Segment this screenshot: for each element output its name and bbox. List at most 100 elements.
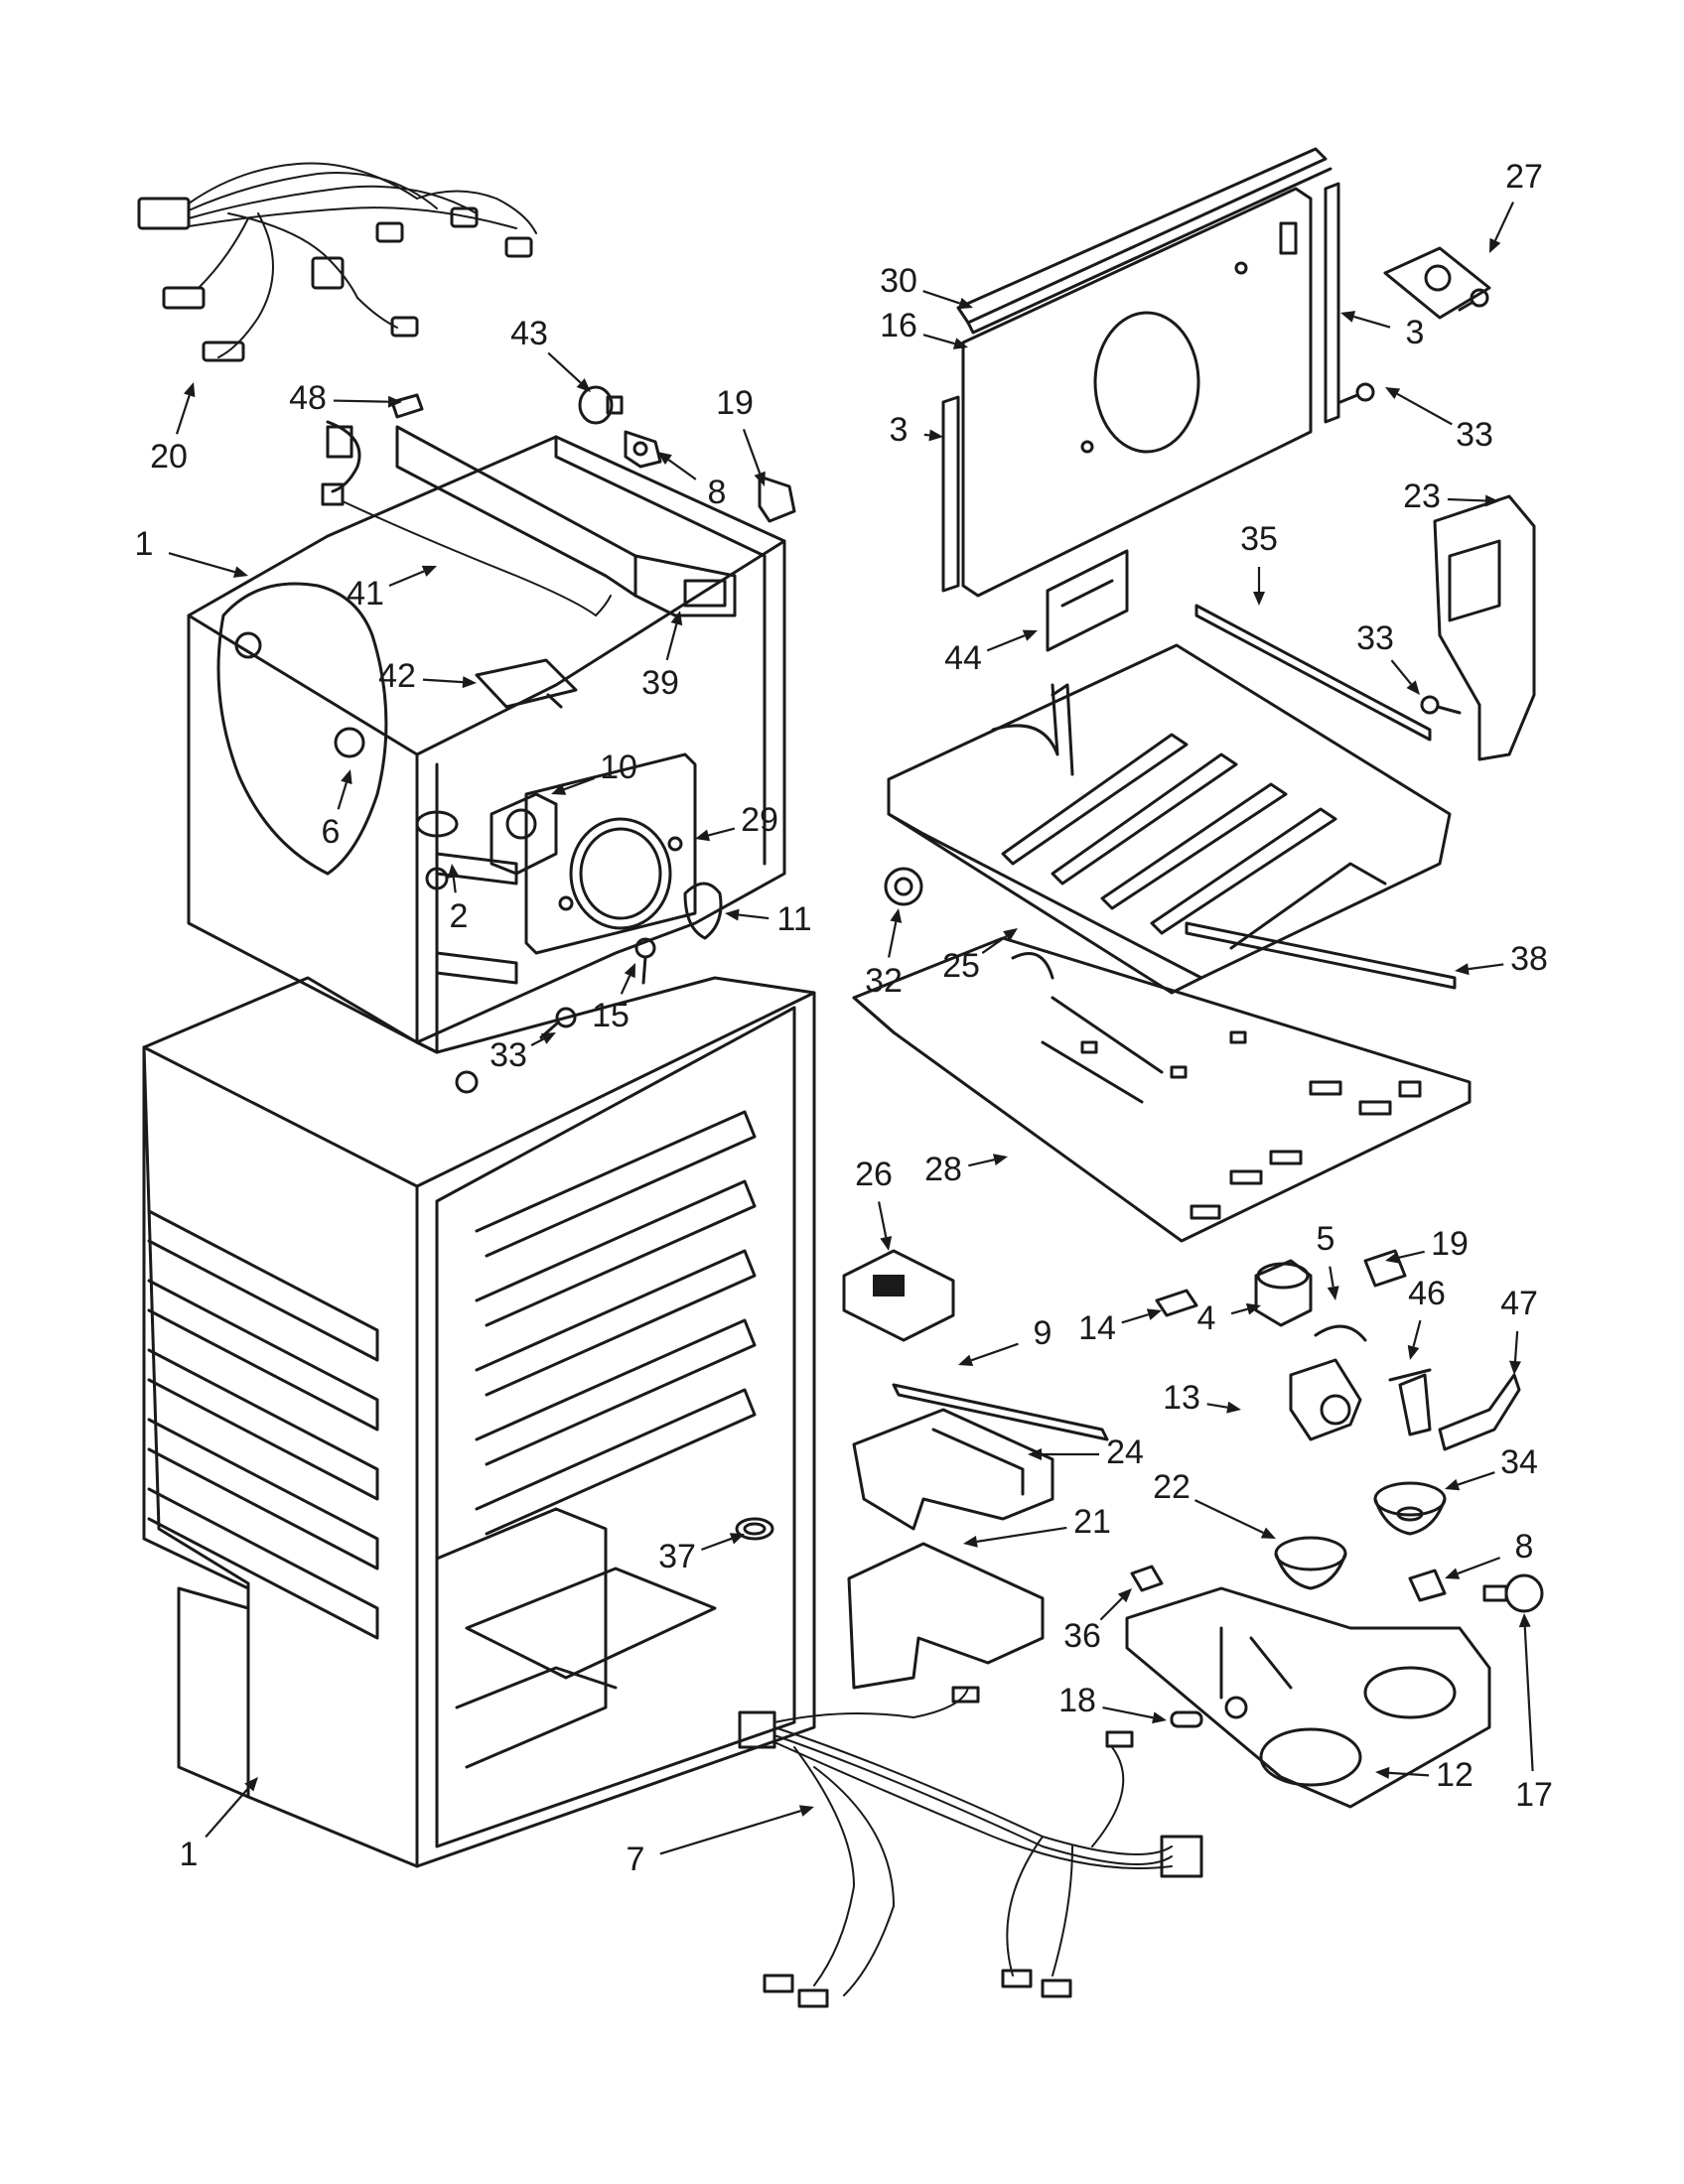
callout-label-21: 21 (1073, 1503, 1111, 1541)
part-8-socket-b (1408, 1569, 1447, 1602)
callout-arrow-1b (244, 1777, 258, 1792)
callout-leader-13 (1206, 1403, 1228, 1409)
callout-label-13: 13 (1163, 1379, 1200, 1417)
callout-label-38: 38 (1510, 940, 1548, 978)
callout-leader-47 (1513, 1330, 1519, 1362)
callout-33b: 33 (1385, 387, 1493, 454)
part-13-actuator (1289, 1358, 1362, 1441)
part-47-bracket (1438, 1373, 1521, 1451)
callout-label-19a: 19 (716, 384, 754, 422)
callout-leader-48 (333, 399, 389, 403)
callout-leader-43 (547, 351, 582, 384)
callout-label-5: 5 (1317, 1220, 1335, 1258)
part-46-lever (1388, 1368, 1432, 1436)
callout-leader-21 (976, 1526, 1067, 1543)
callout-leader-33a (530, 1037, 545, 1046)
callout-arrow-3a (928, 429, 943, 442)
callout-leader-33c (1390, 659, 1412, 685)
callout-arrow-32 (890, 908, 903, 923)
callout-arrow-18 (1152, 1711, 1167, 1724)
callout-23: 23 (1403, 478, 1499, 515)
callout-arrow-33a (540, 1032, 556, 1044)
callout-arrow-13 (1226, 1401, 1241, 1414)
callout-label-6: 6 (322, 813, 341, 851)
part-14-clip (1155, 1289, 1198, 1317)
callout-leader-6 (337, 782, 348, 810)
callout-22: 22 (1153, 1468, 1276, 1539)
part-39-light-housing (395, 425, 737, 617)
callout-arrow-6 (341, 769, 352, 785)
callout-leader-46 (1412, 1319, 1422, 1347)
callout-15: 15 (592, 963, 635, 1034)
part-11-fan-blade (683, 882, 723, 940)
callout-3a: 3 (890, 411, 943, 449)
callout-arrow-34 (1445, 1478, 1461, 1491)
callout-arrow-14 (1146, 1308, 1162, 1320)
part-7-wire-harness (738, 1686, 1203, 2008)
callout-leader-44 (986, 634, 1026, 652)
callout-label-32: 32 (865, 962, 903, 1000)
callout-label-46: 46 (1408, 1275, 1446, 1312)
callout-label-22: 22 (1153, 1468, 1191, 1506)
callout-9: 9 (958, 1314, 1052, 1366)
callout-arrow-19a (754, 471, 766, 486)
callout-arrow-39 (670, 611, 683, 626)
part-33-screw-c (1420, 695, 1462, 715)
callout-41: 41 (347, 565, 437, 613)
callout-33c: 33 (1356, 619, 1420, 695)
callout-label-36: 36 (1063, 1617, 1101, 1655)
callout-1a: 1 (135, 525, 248, 578)
callout-leader-1b (205, 1786, 250, 1839)
callout-label-44: 44 (944, 639, 982, 677)
callout-leader-26 (878, 1201, 888, 1238)
callout-29: 29 (695, 801, 778, 842)
callout-arrow-20 (183, 382, 196, 398)
callout-label-15: 15 (592, 997, 630, 1034)
callout-21: 21 (963, 1503, 1111, 1548)
part-10-fan-motor (490, 792, 558, 876)
part-25-freezer-shelf (887, 643, 1452, 995)
callout-label-8b: 8 (1515, 1528, 1534, 1566)
part-27-cover-plate (1383, 246, 1491, 320)
callout-label-1a: 1 (135, 525, 154, 563)
callout-12: 12 (1375, 1756, 1474, 1794)
callout-leader-15 (620, 975, 632, 995)
callout-8a: 8 (657, 452, 726, 511)
callout-arrow-44 (1022, 629, 1038, 641)
part-22-ring (1274, 1536, 1347, 1590)
callout-label-33b: 33 (1456, 416, 1493, 454)
callout-arrow-37 (729, 1533, 745, 1545)
part-41-wire (321, 420, 612, 616)
part-33-screw-b (1338, 288, 1489, 404)
callout-arrow-10 (551, 783, 567, 795)
callout-arrow-21 (963, 1535, 978, 1548)
callout-leader-9 (970, 1342, 1019, 1362)
callout-label-33c: 33 (1356, 619, 1394, 657)
callout-leader-27 (1493, 202, 1515, 241)
callout-leader-41 (388, 570, 425, 588)
callout-26: 26 (855, 1156, 893, 1251)
part-30-top-rail (956, 147, 1333, 335)
callout-36: 36 (1063, 1588, 1132, 1655)
callout-44: 44 (944, 629, 1038, 677)
callout-label-4: 4 (1197, 1299, 1216, 1337)
callout-arrow-38 (1455, 963, 1470, 976)
callout-arrow-24 (1028, 1448, 1042, 1460)
callout-4: 4 (1197, 1299, 1261, 1337)
callout-leader-34 (1457, 1471, 1495, 1486)
callout-label-9: 9 (1034, 1314, 1052, 1352)
callout-leader-23 (1447, 497, 1486, 502)
callout-10: 10 (551, 749, 637, 795)
part-12-dispenser-base (1125, 1586, 1491, 1809)
callout-arrow-11 (725, 908, 740, 921)
callout-arrow-15 (624, 963, 635, 979)
part-21-shroud (847, 1542, 1045, 1690)
callout-leader-3b (1353, 315, 1391, 329)
callout-leader-32 (888, 921, 898, 958)
callout-leader-8b (1457, 1557, 1501, 1575)
callout-label-30: 30 (880, 262, 917, 300)
callout-label-37: 37 (658, 1538, 696, 1575)
callout-34: 34 (1445, 1443, 1538, 1491)
part-44-bracket (1046, 549, 1129, 652)
callout-leader-14 (1121, 1313, 1149, 1324)
